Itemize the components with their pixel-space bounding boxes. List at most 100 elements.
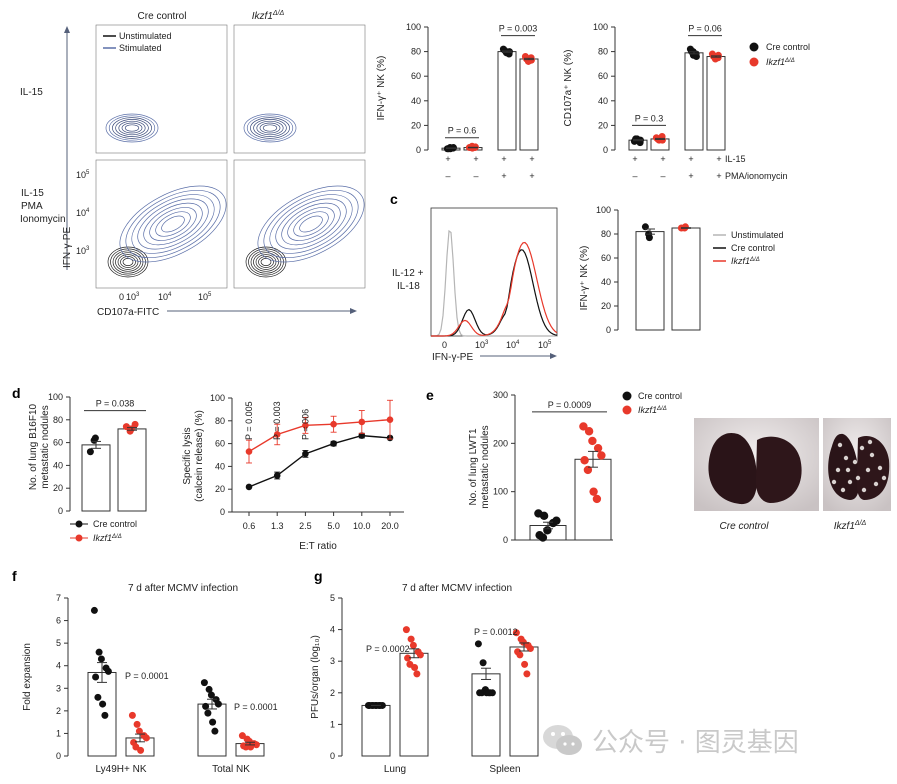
chart-g-ikzf-1-point — [411, 664, 419, 672]
chart-b-ifng-y-tick-label: 0 — [416, 145, 421, 155]
chart-d-line-x-tick-label: 0.6 — [243, 521, 256, 531]
contour-unstim-0 — [120, 256, 136, 268]
chart-d-line-x-label: E:T ratio — [299, 541, 337, 552]
chart-g-ikzf-1-point — [409, 641, 417, 649]
chart-d-line-point-ikzf — [358, 418, 366, 426]
chart-f-cre-1-point — [104, 667, 112, 675]
chart-g-y-tick-label: 5 — [330, 593, 335, 603]
flow-row-label-iono: Ionomycin — [20, 214, 66, 225]
chart-f-cre-1-point — [90, 606, 98, 614]
contour-stim-0 — [131, 194, 215, 254]
chart-e-cre-point — [543, 526, 552, 535]
chart-g-y-tick-label: 2 — [330, 688, 335, 698]
chart-c-ikzf-point — [681, 223, 689, 231]
chart-b-cd107a-row2-mark: – — [660, 171, 665, 181]
chart-d-line-y-tick-label: 80 — [215, 416, 225, 426]
chart-f-cre-1-point — [99, 700, 107, 708]
chart-g-ikzf-1-point — [416, 651, 424, 659]
legend-top-cre: Cre control — [766, 42, 810, 52]
contour-stim-0 — [137, 198, 209, 250]
hist-curve-unstim — [430, 229, 557, 337]
contour-stim-0 — [125, 189, 221, 259]
lung-lobe-cre-right — [755, 436, 802, 503]
chart-c-ikzf-bar — [671, 227, 701, 331]
chart-g-cre-1-bar — [361, 704, 391, 757]
flow-y-tick-4: 104 — [76, 208, 90, 218]
contour-unstim-0 — [122, 258, 134, 266]
chart-c-y-tick-label: 80 — [601, 229, 611, 239]
contour-stim-0 — [149, 207, 197, 241]
chart-e-ikzf-point — [588, 436, 597, 446]
chart-f-ikzf-1-point — [133, 720, 141, 728]
chart-d-line-y-tick-label: 0 — [220, 507, 225, 517]
contour-stim-0 — [119, 185, 227, 263]
chart-c-y-tick-label: 100 — [596, 205, 611, 215]
contour-stim-1 — [287, 207, 335, 241]
chart-e-ikzf-point — [579, 422, 588, 431]
chart-b-cd107a-row2-mark: + — [716, 171, 721, 181]
lung-nodule — [837, 442, 843, 448]
legend-e-ikzf: Ikzf1Δ/Δ — [638, 405, 667, 415]
legend-c-cre: Cre control — [731, 243, 775, 253]
chart-d-line-point-ikzf — [302, 422, 309, 429]
lung-nodule — [881, 475, 887, 481]
chart-b-cd107a-row2-mark: + — [688, 171, 693, 181]
chart-d-line-point-cre — [358, 432, 366, 439]
chart-d-bar-ikzf-point — [131, 420, 139, 428]
flow-box-ikzf-pma — [233, 159, 366, 289]
lung-nodule — [873, 481, 879, 487]
chart-e-ikzf-point — [593, 443, 603, 453]
flow-y-tick-3: 103 — [76, 246, 90, 256]
chart-b-ifng-row2-mark: + — [501, 171, 506, 181]
chart-f-ikzf-1-point — [142, 734, 150, 742]
watermark-text: 公众号 · 图灵基因 — [592, 728, 799, 758]
flow-row-label-pma: PMA — [21, 201, 43, 212]
chart-f-ikzf-2-point — [252, 741, 260, 749]
chart-g-category-label: Lung — [384, 764, 406, 775]
chart-f-cre-1-bar — [87, 671, 117, 757]
contour-stim-0 — [143, 202, 203, 246]
chart-d-line-x-tick-label: 1.3 — [271, 521, 284, 531]
chart-f-pvalue: P = 0.0001 — [234, 702, 278, 712]
chart-f-y-tick-label: 1 — [56, 728, 61, 738]
contour-il15-0 — [105, 113, 159, 143]
hist-label-line1: IL-12 + — [392, 268, 424, 279]
legend-d-ikzf: Ikzf1Δ/Δ — [93, 533, 122, 543]
chart-d-line-pvalue: P = 006 — [300, 409, 310, 440]
contour-stim-1 — [269, 194, 353, 254]
contour-stim-1 — [263, 189, 359, 259]
chart-f-cre-1-point — [92, 673, 100, 681]
chart-f-cre-2-point — [209, 718, 217, 726]
chart-b-cd107a-row1-mark: + — [632, 154, 637, 164]
contour-il15-1 — [253, 119, 287, 137]
contour-stim-0 — [155, 211, 191, 237]
chart-f-y-tick-label: 7 — [56, 593, 61, 603]
chart-d-bar-y-tick-label: 100 — [48, 392, 63, 402]
panel-letter-e: e — [426, 387, 434, 403]
lung-nodule — [835, 467, 841, 473]
flow-x-tick-4: 104 — [158, 292, 172, 302]
lung-lobe-cre-left — [708, 432, 757, 505]
chart-g-ikzf-1-point — [407, 635, 415, 643]
chart-b-cd107a-row1-mark: + — [716, 154, 721, 164]
chart-e-ikzf-point — [580, 456, 589, 465]
flow-col-title-ikzf: Ikzf1Δ/Δ — [252, 10, 285, 22]
contour-il15-0 — [124, 124, 140, 132]
contour-il15-0 — [112, 117, 152, 139]
chart-b-cd107a-pvalue: P = 0.3 — [635, 113, 664, 123]
contour-stim-1 — [293, 211, 329, 237]
chart-e-y-tick-label: 0 — [503, 535, 508, 545]
flow-box-ikzf-il15 — [233, 24, 366, 154]
chart-f-y-tick-label: 6 — [56, 616, 61, 626]
chart-d-bar-y-tick-label: 20 — [53, 483, 63, 493]
chart-g-title: 7 d after MCMV infection — [402, 583, 512, 594]
contour-il15-0 — [121, 122, 143, 134]
contour-unstim-1 — [260, 258, 272, 266]
legend-dot-cre — [749, 42, 759, 52]
hist-x-tick-3: 103 — [475, 340, 489, 350]
chart-d-line-x-tick-label: 2.5 — [299, 521, 312, 531]
chart-f-cre-1-point — [101, 711, 109, 719]
